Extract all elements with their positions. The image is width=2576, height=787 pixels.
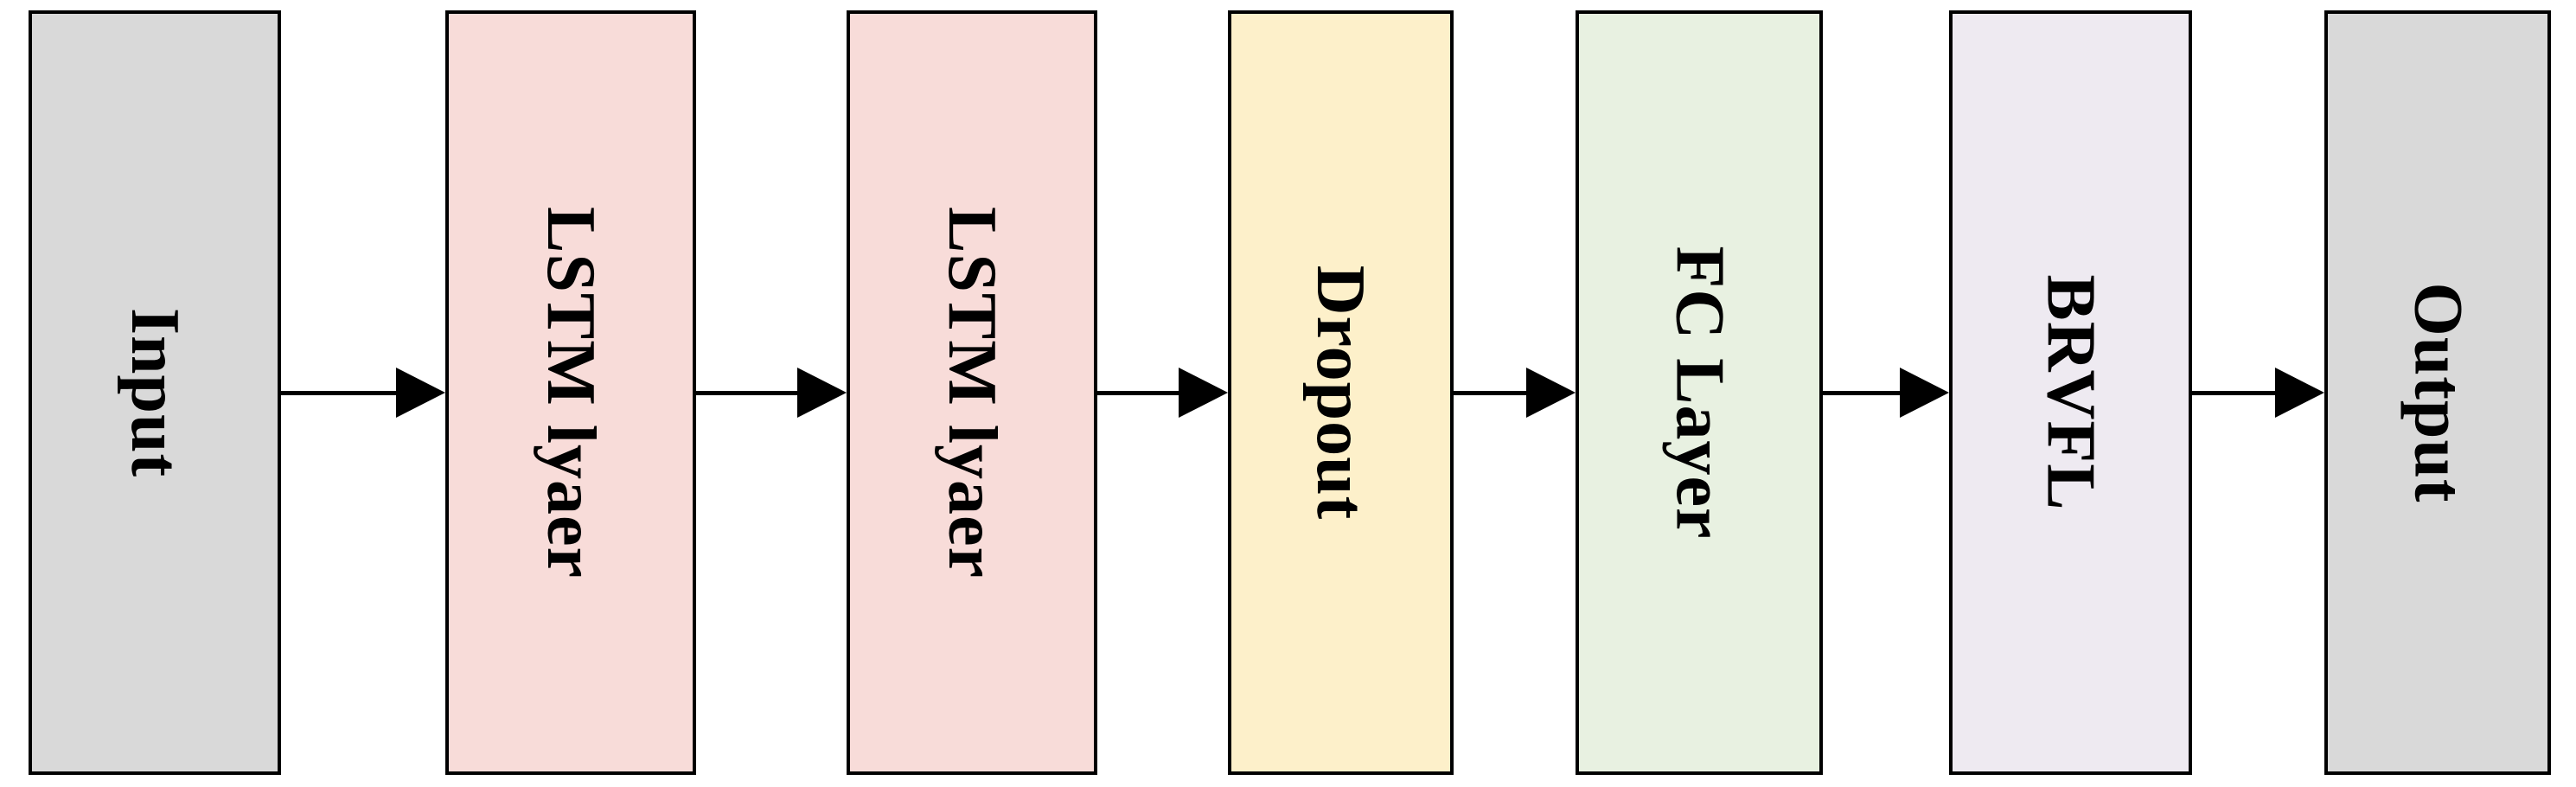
stage-brvfl: BRVFL xyxy=(1949,10,2192,775)
stage-lstm-layer-1-label: LSTM lyaer xyxy=(533,207,609,579)
arrow-right-icon xyxy=(1454,10,1576,775)
arrow-right-icon xyxy=(1823,10,1949,775)
arrow-right-icon xyxy=(281,10,445,775)
arrow-right-icon xyxy=(696,10,847,775)
stage-brvfl-label: BRVFL xyxy=(2032,274,2109,511)
arrow-head xyxy=(1179,368,1228,418)
stage-lstm-layer-2: LSTM lyaer xyxy=(847,10,1097,775)
stage-dropout: Dropout xyxy=(1228,10,1454,775)
stage-output: Output xyxy=(2324,10,2551,775)
stage-fc-layer-label: FC Layer xyxy=(1661,246,1738,540)
arrow-head xyxy=(1526,368,1576,418)
arrow-head xyxy=(396,368,445,418)
arrow-shaft xyxy=(1454,390,1526,395)
arrow-right-icon xyxy=(1097,10,1228,775)
stage-lstm-layer-1: LSTM lyaer xyxy=(445,10,696,775)
arrow-shaft xyxy=(281,390,396,395)
stage-input: Input xyxy=(29,10,281,775)
arrow-shaft xyxy=(2192,390,2275,395)
arrow-right-icon xyxy=(2192,10,2324,775)
stage-input-label: Input xyxy=(117,307,193,478)
arrow-head xyxy=(2275,368,2324,418)
stage-output-label: Output xyxy=(2400,282,2477,503)
stage-lstm-layer-2-label: LSTM lyaer xyxy=(934,207,1010,579)
arrow-shaft xyxy=(696,390,797,395)
stage-dropout-label: Dropout xyxy=(1302,265,1379,521)
arrow-head xyxy=(797,368,847,418)
stage-fc-layer: FC Layer xyxy=(1576,10,1823,775)
arrow-shaft xyxy=(1097,390,1179,395)
arrow-shaft xyxy=(1823,390,1900,395)
arrow-head xyxy=(1900,368,1949,418)
